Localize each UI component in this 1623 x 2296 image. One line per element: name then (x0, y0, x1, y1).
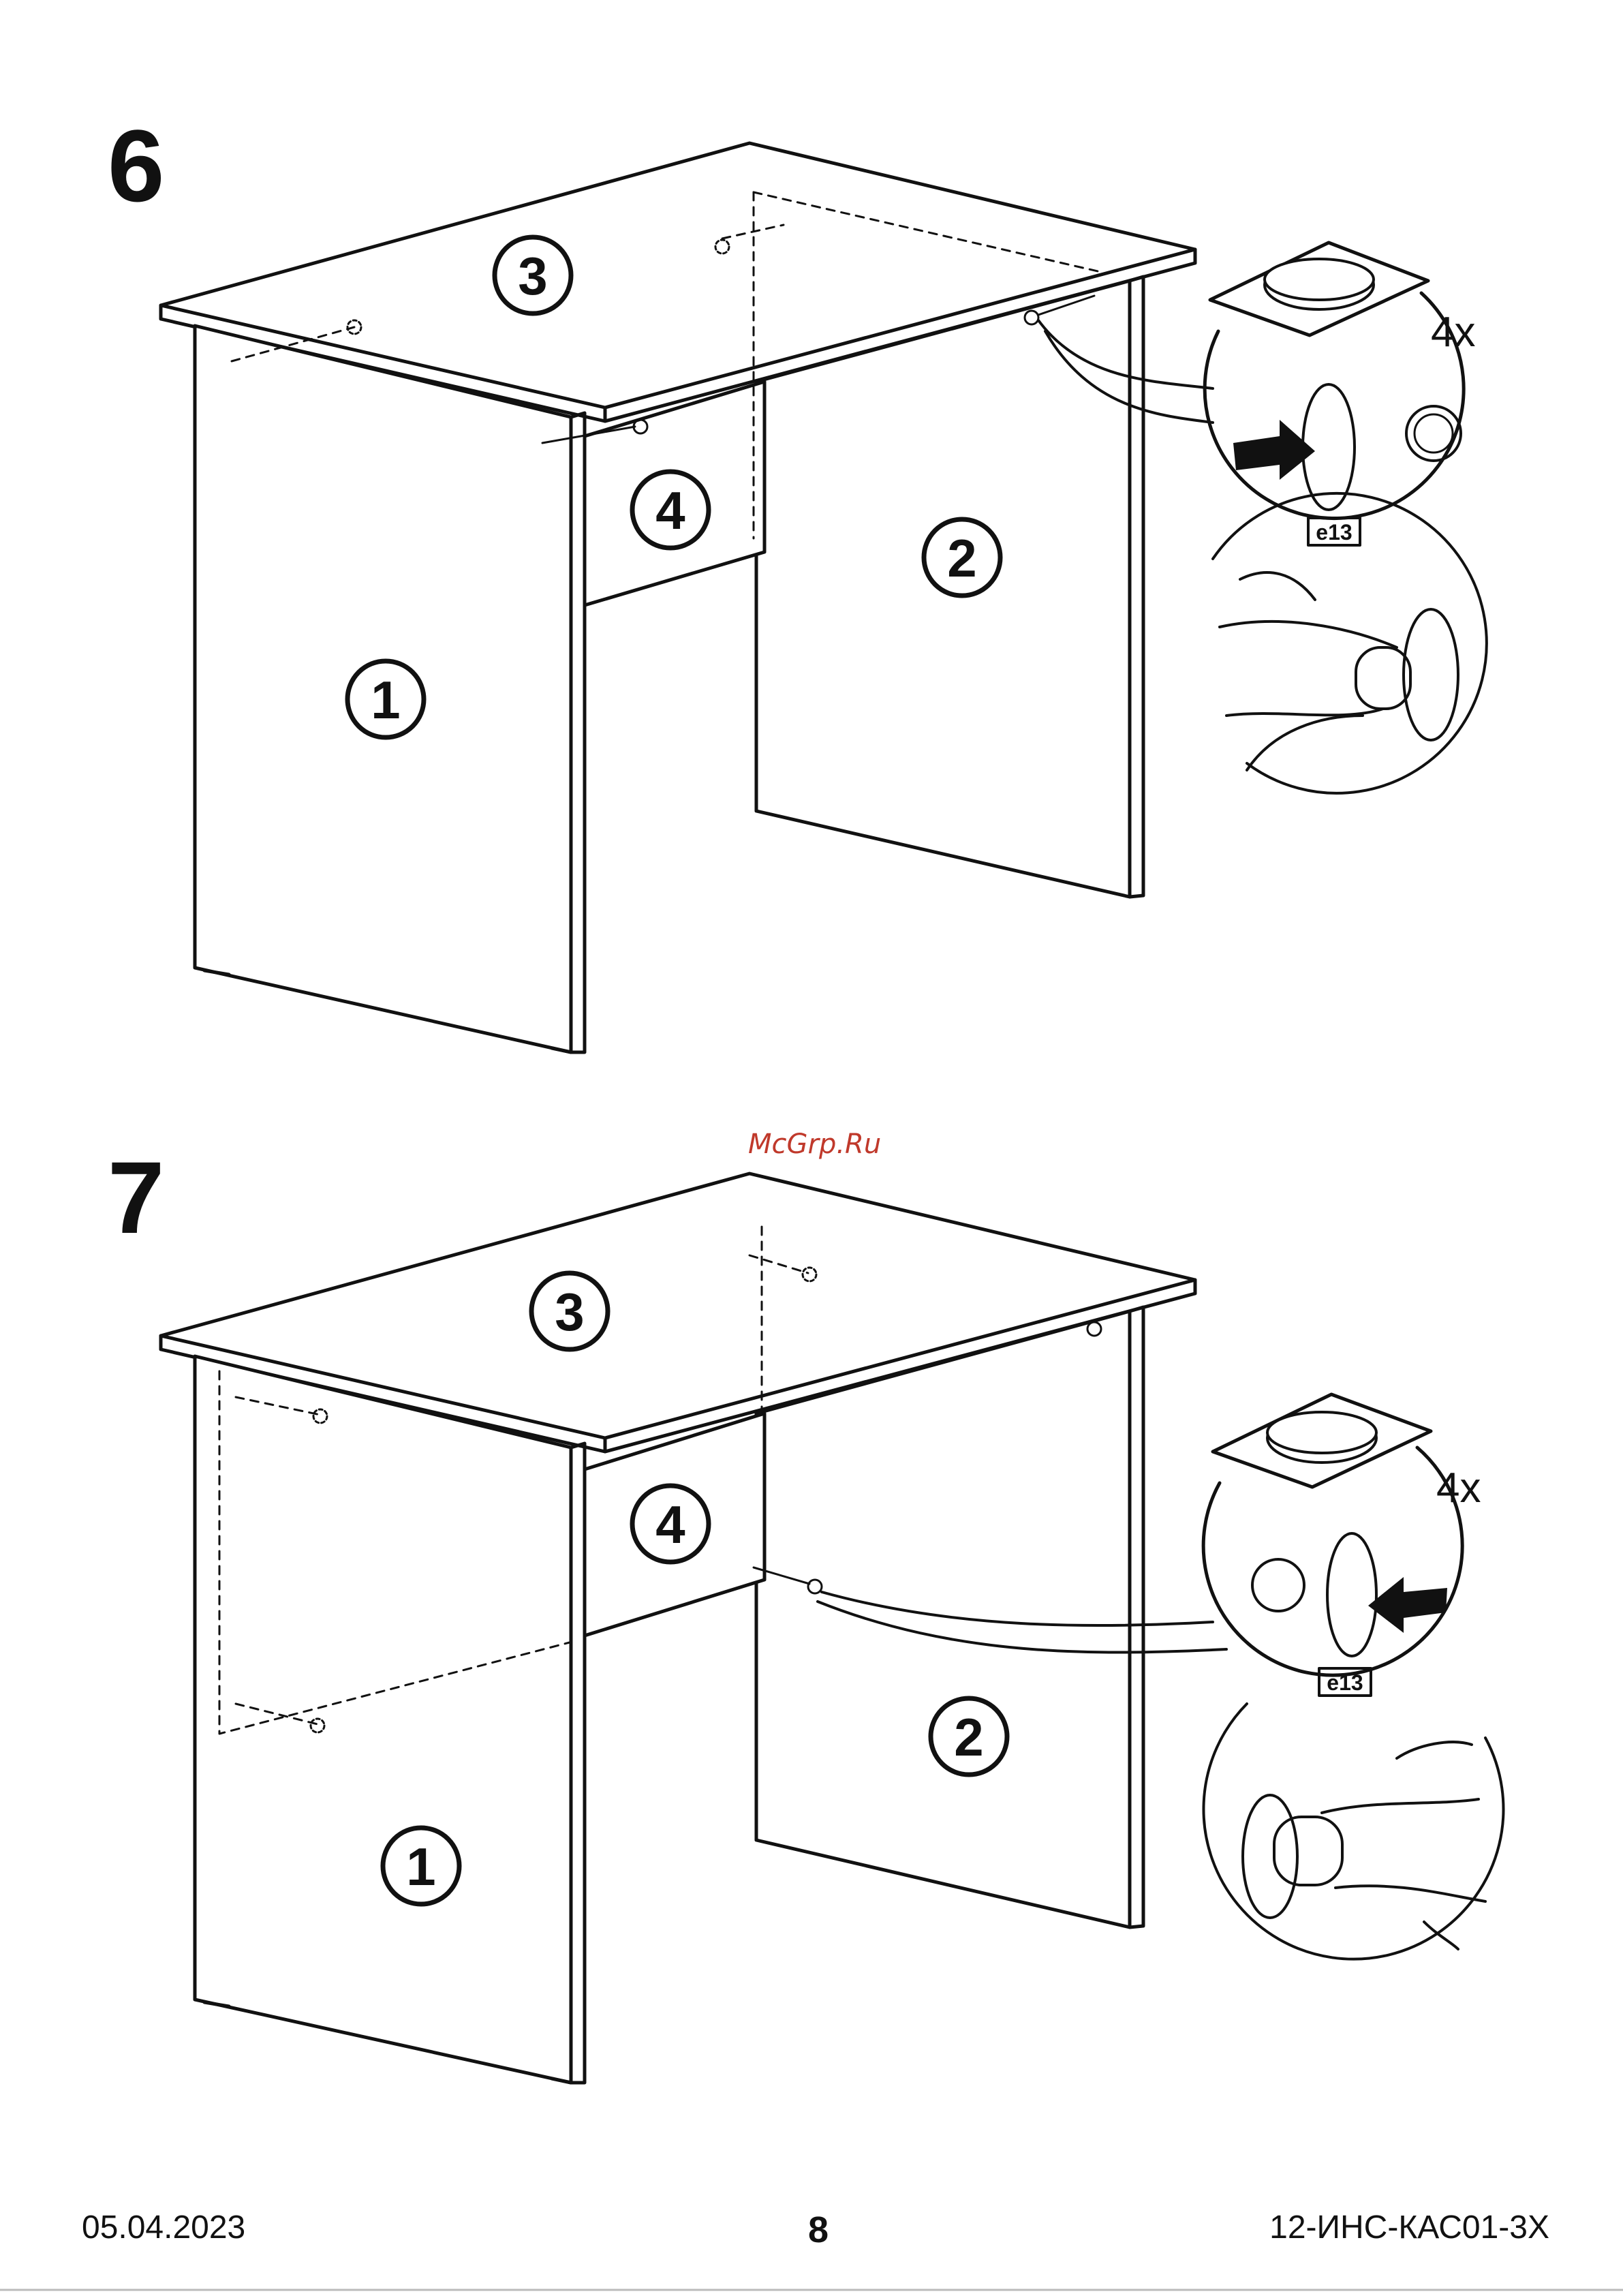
finger-press-icon (1243, 1742, 1485, 1949)
quantity-label: 4x (1431, 309, 1475, 356)
document-code: 12-ИНС-КАС01-3Х (1269, 2211, 1549, 2244)
part-label-1: 1 (406, 1837, 435, 1897)
finger-press-icon (1220, 572, 1458, 770)
part-label-1: 1 (371, 670, 400, 730)
detail-circle-7a (1203, 1448, 1462, 1675)
step-6-illustration (161, 143, 1487, 1052)
part-label-4: 4 (655, 1495, 685, 1555)
cap-part-code: e13 (1316, 520, 1352, 545)
cap-part-code: e13 (1327, 1670, 1363, 1695)
part-label-3: 3 (555, 1282, 584, 1342)
step-7-illustration (161, 1174, 1503, 2083)
page-number: 8 (808, 2211, 829, 2248)
part-label-4: 4 (655, 480, 685, 540)
footer-date: 05.04.2023 (82, 2211, 245, 2244)
part-label-2: 2 (954, 1707, 983, 1767)
detail-circle-6a (1205, 293, 1464, 519)
part-label-3: 3 (518, 246, 547, 306)
part-label-2: 2 (947, 528, 976, 588)
side-panel-1 (195, 1356, 571, 2083)
screw-head-icon (1252, 1559, 1304, 1611)
quantity-label: 4x (1436, 1465, 1481, 1512)
side-panel-2 (756, 1311, 1130, 1927)
